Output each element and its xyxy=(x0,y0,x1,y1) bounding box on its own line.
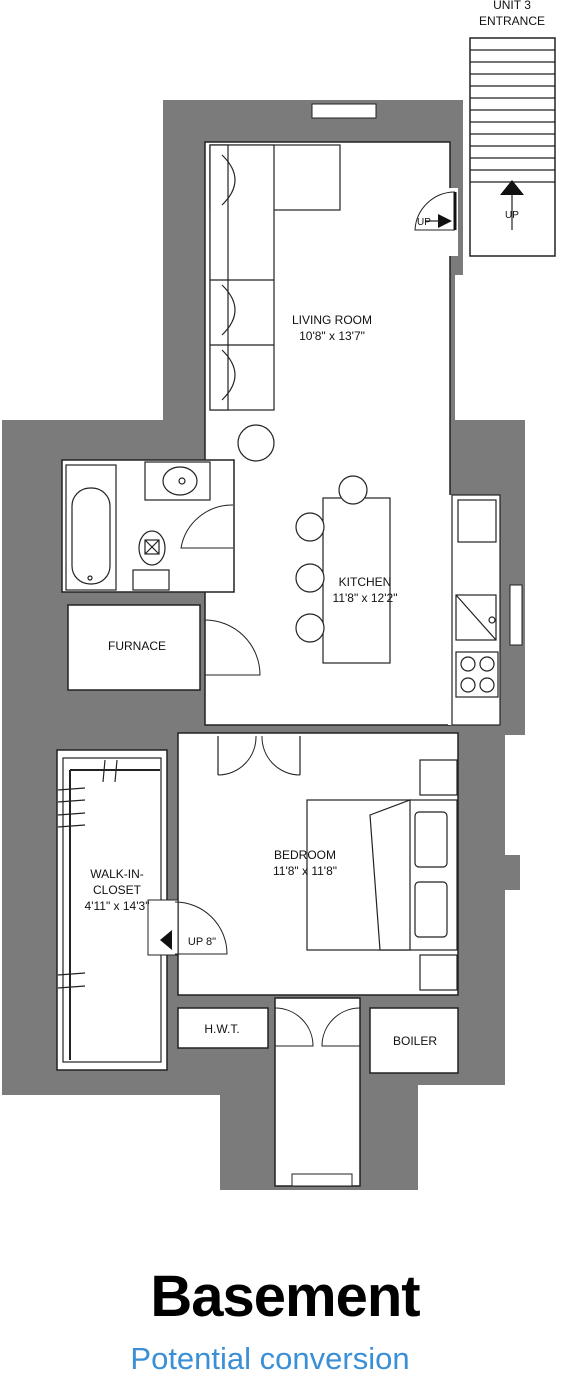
stool xyxy=(295,613,325,643)
bedroom-label: BEDROOM xyxy=(274,848,336,862)
window-bottom xyxy=(291,1173,353,1187)
entrance-stairs xyxy=(469,37,556,257)
door-up-label: UP xyxy=(417,217,431,228)
kitchen-island xyxy=(322,497,391,664)
hall-interior xyxy=(274,997,361,1187)
closet-up-label: UP 8" xyxy=(188,936,216,948)
living-room-label: LIVING ROOM xyxy=(292,313,372,327)
closet-rods xyxy=(57,757,162,1063)
bedroom-dim: 11'8" x 11'8" xyxy=(273,864,337,878)
floor-plan: UNIT 3 ENTRANCE UP UP LIVING ROOM 10'8" … xyxy=(2,0,556,1190)
stool xyxy=(295,563,325,593)
kitchen-dim: 11'8" x 12'2" xyxy=(333,591,398,605)
page-subtitle: Potential conversion xyxy=(130,1341,410,1376)
entrance-label: UNIT 3 xyxy=(493,0,531,12)
entrance-label: ENTRANCE xyxy=(479,14,545,28)
toilet xyxy=(132,530,170,591)
hwt-door-swing xyxy=(274,1007,314,1047)
furnace-label: FURNACE xyxy=(108,639,166,653)
kitchen-counter xyxy=(451,494,501,726)
stool xyxy=(338,475,368,505)
bedroom-double-doors xyxy=(217,735,301,776)
hwt-room xyxy=(177,1007,269,1049)
boiler-door-swing xyxy=(321,1007,361,1047)
furnace-door-swing xyxy=(204,619,261,676)
closet-dim: 4'11" x 14'3" xyxy=(85,899,150,913)
boiler-room xyxy=(369,1007,459,1074)
closet-label: WALK-IN- xyxy=(90,867,144,881)
boiler-label: BOILER xyxy=(393,1034,437,1048)
kitchen-label: KITCHEN xyxy=(339,575,392,589)
stool xyxy=(295,512,325,542)
entrance-door xyxy=(414,188,458,256)
bed xyxy=(306,759,458,991)
closet-arrow-icon xyxy=(160,930,172,950)
side-table xyxy=(237,424,275,462)
bath-door-swing xyxy=(180,504,234,549)
window-right-kitchen xyxy=(509,584,523,646)
hwt-label: H.W.T. xyxy=(204,1022,239,1036)
page-title: Basement xyxy=(150,1264,420,1329)
sofa xyxy=(209,144,341,411)
bathroom-sink xyxy=(144,461,211,501)
bathtub xyxy=(65,464,117,591)
stair-up-label: UP xyxy=(505,210,519,221)
furnace-room xyxy=(67,604,201,691)
stair-up-arrow-icon xyxy=(500,180,524,195)
closet-label: CLOSET xyxy=(93,883,142,897)
door-arrow-icon xyxy=(438,214,452,228)
living-room-dim: 10'8" x 13'7" xyxy=(299,329,365,343)
closet-step xyxy=(147,899,228,956)
window-top xyxy=(311,103,377,119)
